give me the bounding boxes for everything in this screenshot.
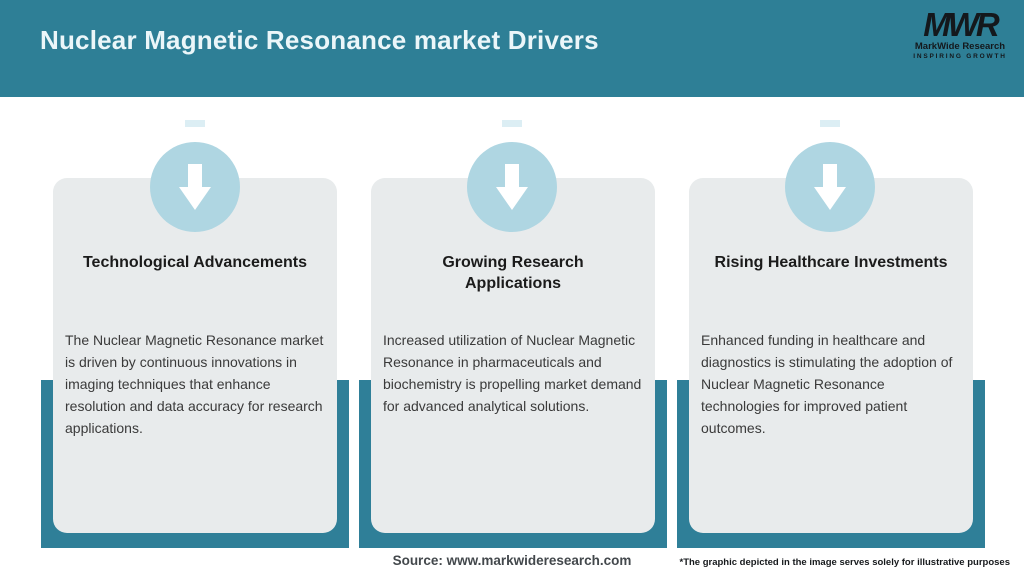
arrow-notch — [820, 120, 840, 127]
driver-card-growing-research-applications: Growing Research Applications Increased … — [371, 178, 655, 533]
logo-tagline: INSPIRING GROWTH — [913, 53, 1007, 61]
header-bar: Nuclear Magnetic Resonance market Driver… — [0, 0, 1024, 97]
brand-logo: MWR MarkWide Research INSPIRING GROWTH — [912, 8, 1008, 61]
logo-acronym: MWR — [923, 6, 999, 43]
card-title: Technological Advancements — [82, 254, 308, 271]
down-arrow-icon — [814, 164, 846, 210]
driver-card-technological-advancements: Technological Advancements The Nuclear M… — [53, 178, 337, 533]
page-title: Nuclear Magnetic Resonance market Driver… — [40, 25, 599, 55]
card-body: Increased utilization of Nuclear Magneti… — [383, 332, 642, 414]
down-arrow-badge — [467, 142, 557, 232]
down-arrow-badge — [785, 142, 875, 232]
card-body: The Nuclear Magnetic Resonance market is… — [65, 332, 324, 436]
card-body: Enhanced funding in healthcare and diagn… — [701, 332, 953, 436]
driver-card-rising-healthcare-investments: Rising Healthcare Investments Enhanced f… — [689, 178, 973, 533]
card-title: Growing Research Applications — [442, 254, 584, 292]
source-text: Source: www.markwideresearch.com — [392, 553, 632, 568]
down-arrow-icon — [496, 164, 528, 210]
arrow-notch — [502, 120, 522, 127]
logo-name: MarkWide Research — [914, 41, 1006, 52]
card-title: Rising Healthcare Investments — [714, 254, 948, 271]
disclaimer-text: *The graphic depicted in the image serve… — [679, 557, 1011, 568]
arrow-notch — [185, 120, 205, 127]
down-arrow-icon — [179, 164, 211, 210]
down-arrow-badge — [150, 142, 240, 232]
